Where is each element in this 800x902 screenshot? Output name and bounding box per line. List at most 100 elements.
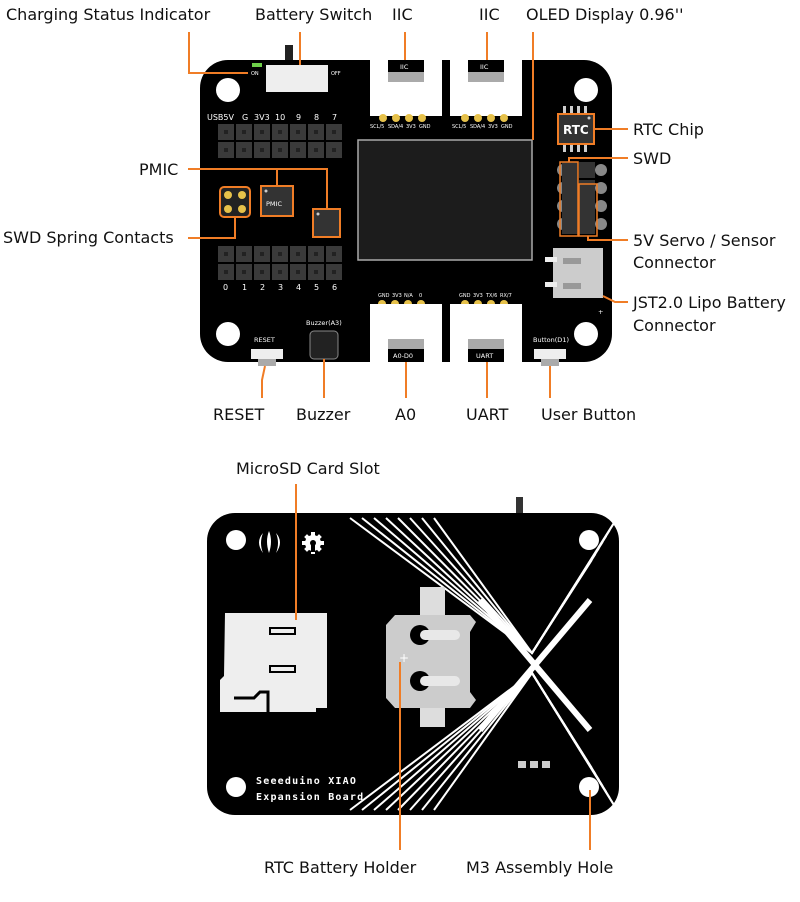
- pmic-chip: PMIC: [260, 185, 341, 238]
- svg-text:USB5V: USB5V: [207, 113, 235, 122]
- callout-rtc-chip: RTC Chip: [633, 120, 704, 139]
- svg-text:IIC: IIC: [480, 63, 489, 71]
- iic-connector-left[interactable]: IIC SCL/5 SDA/4 3V3 GND: [370, 60, 442, 130]
- buzzer: [309, 330, 339, 360]
- callout-m3-assembly-hole: M3 Assembly Hole: [466, 858, 613, 877]
- svg-text:G: G: [242, 113, 248, 122]
- x-pattern-line: [433, 517, 593, 655]
- board-name-line2: Expansion Board: [256, 791, 364, 803]
- back-mounting-hole-bottom-left: [226, 777, 246, 797]
- x-center-stroke: [477, 598, 593, 732]
- svg-text:10: 10: [275, 113, 285, 122]
- switch-off-label: OFF: [331, 71, 341, 77]
- svg-text:GND: GND: [419, 124, 431, 130]
- back-board: + Seeeduino XIAO Expansion Board: [207, 497, 619, 815]
- svg-text:4: 4: [296, 283, 301, 292]
- svg-text:GND: GND: [501, 124, 513, 130]
- bottom-header-labels: 0 1 2 3 4 5 6: [223, 283, 337, 292]
- svg-text:PMIC: PMIC: [266, 200, 282, 208]
- callout-iic-left: IIC: [392, 5, 413, 24]
- reset-button[interactable]: [251, 349, 283, 359]
- svg-text:3V3: 3V3: [473, 293, 483, 299]
- mounting-hole-bottom-left: [216, 322, 240, 346]
- m3-assembly-hole-top-right: [579, 530, 599, 550]
- user-button-label: Button(D1): [533, 336, 569, 344]
- svg-text:IIC: IIC: [400, 63, 409, 71]
- svg-text:0: 0: [223, 283, 228, 292]
- callout-oled-display: OLED Display 0.96'': [526, 5, 684, 24]
- callout-rtc-battery-holder: RTC Battery Holder: [264, 858, 417, 877]
- svg-text:RX/7: RX/7: [500, 293, 512, 299]
- svg-text:A0-D0: A0-D0: [393, 352, 413, 360]
- iic-connector-right[interactable]: IIC SCL/5 SDA/4 3V3 GND: [450, 60, 522, 130]
- svg-text:8: 8: [314, 113, 319, 122]
- svg-text:SDA/4: SDA/4: [388, 124, 403, 130]
- callout-swd: SWD: [633, 149, 671, 168]
- battery-switch-lever[interactable]: [285, 45, 293, 65]
- svg-text:3V3: 3V3: [392, 293, 402, 299]
- swd-header[interactable]: [557, 161, 607, 237]
- front-callouts: Charging Status Indicator Battery Switch…: [3, 5, 786, 424]
- open-hardware-gear-icon: [302, 532, 324, 554]
- front-leader-lines: [188, 32, 628, 398]
- battery-switch[interactable]: [266, 65, 328, 92]
- oled-display: [357, 139, 533, 261]
- svg-text:3V3: 3V3: [254, 113, 270, 122]
- svg-text:2: 2: [260, 283, 265, 292]
- user-button[interactable]: [534, 349, 566, 359]
- callout-swd-spring-contacts: SWD Spring Contacts: [3, 228, 174, 247]
- svg-text:3V3: 3V3: [406, 124, 416, 130]
- svg-text:+: +: [399, 651, 409, 665]
- m3-assembly-hole: [579, 777, 599, 797]
- svg-text:3V3: 3V3: [488, 124, 498, 130]
- charging-led: [252, 63, 262, 67]
- callout-microsd-card-slot: MicroSD Card Slot: [236, 459, 380, 478]
- reset-label: RESET: [254, 336, 275, 344]
- callout-jst-line1: JST2.0 Lipo Battery: [632, 293, 786, 312]
- svg-text:SCL/5: SCL/5: [370, 124, 384, 130]
- top-pin-header[interactable]: [218, 124, 342, 158]
- svg-text:5: 5: [314, 283, 319, 292]
- svg-text:+: +: [598, 308, 603, 316]
- mounting-hole-bottom-right: [574, 322, 598, 346]
- callout-servo-sensor-line2: Connector: [633, 253, 716, 272]
- bottom-pin-header[interactable]: [218, 246, 342, 280]
- svg-text:GND: GND: [378, 293, 390, 299]
- svg-text:9: 9: [296, 113, 301, 122]
- callout-uart: UART: [466, 405, 509, 424]
- callout-a0: A0: [395, 405, 416, 424]
- callout-user-button: User Button: [541, 405, 636, 424]
- back-leader-lines: [295, 484, 591, 850]
- svg-text:N/A: N/A: [404, 293, 413, 299]
- seeed-logo-icon: [259, 531, 280, 553]
- uart-connector[interactable]: GND 3V3 TX/6 RX/7 UART: [450, 293, 522, 362]
- a0-connector[interactable]: GND 3V3 N/A 0 A0-D0: [370, 293, 442, 362]
- buzzer-label: Buzzer(A3): [306, 319, 342, 327]
- callout-jst-line2: Connector: [633, 316, 716, 335]
- rtc-battery-holder[interactable]: +: [386, 587, 476, 727]
- swd-spring-contacts[interactable]: [219, 186, 251, 218]
- callout-iic-right: IIC: [479, 5, 500, 24]
- svg-text:SDA/4: SDA/4: [470, 124, 485, 130]
- svg-text:SCL/5: SCL/5: [452, 124, 466, 130]
- svg-text:6: 6: [332, 283, 337, 292]
- back-callouts: MicroSD Card Slot RTC Battery Holder M3 …: [236, 459, 613, 877]
- board-name-line1: Seeeduino XIAO: [256, 775, 357, 787]
- microsd-card-slot[interactable]: [220, 613, 327, 712]
- svg-text:0: 0: [419, 293, 422, 299]
- svg-text:3: 3: [278, 283, 283, 292]
- jst-lipo-connector[interactable]: +: [545, 248, 603, 316]
- svg-text:1: 1: [242, 283, 247, 292]
- callout-charging-status-indicator: Charging Status Indicator: [6, 5, 211, 24]
- svg-text:GND: GND: [459, 293, 471, 299]
- front-board: ON OFF USB5V G 3V3 10 9 8 7 0 1 2 3 4 5 …: [200, 45, 612, 366]
- mounting-hole-top-right: [574, 78, 598, 102]
- switch-on-label: ON: [251, 71, 259, 77]
- svg-text:7: 7: [332, 113, 337, 122]
- callout-pmic: PMIC: [139, 160, 178, 179]
- callout-buzzer: Buzzer: [296, 405, 351, 424]
- back-mounting-hole-top-left: [226, 530, 246, 550]
- callout-servo-sensor-line1: 5V Servo / Sensor: [633, 231, 776, 250]
- x-pattern-artwork: [349, 517, 618, 811]
